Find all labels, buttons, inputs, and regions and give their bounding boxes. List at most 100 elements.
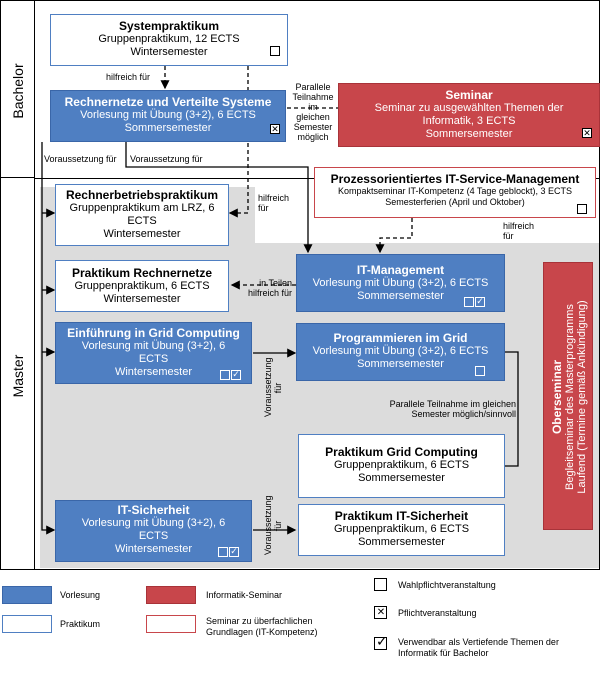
course-detail: Gruppenpraktikum, 6 ECTS — [74, 280, 210, 292]
bachelor-band — [0, 0, 35, 178]
edge-label-line: im — [308, 102, 318, 112]
legend-x-icon: ✕ — [376, 607, 386, 618]
course-detail: Vorlesung mit Übung (3+2), 6 — [81, 517, 226, 529]
course-detail: Begleitseminar des Masterprogramms — [564, 304, 576, 490]
edge-label-line: Semester möglich/sinnvoll — [411, 409, 516, 419]
edge-label-hilfreich-2: hilfreich für — [258, 193, 289, 213]
wahlpflicht-checkbox-icon — [475, 366, 485, 376]
course-title: Prozessorientiertes IT-Service-Managemen… — [330, 172, 580, 186]
edge-label-line: möglich — [297, 132, 329, 142]
edge-label-voraussetzung-2: Voraussetzung für — [130, 154, 203, 164]
course-praktikum-rechnernetze[interactable]: Praktikum Rechnernetze Gruppenpraktikum,… — [55, 260, 229, 312]
legend-label-seminar: Informatik-Seminar — [206, 590, 283, 600]
master-band — [0, 178, 35, 570]
pflicht-x-icon: ✕ — [271, 124, 279, 134]
vertiefend-check-icon — [475, 297, 485, 307]
course-title: IT-Management — [356, 263, 445, 277]
edge-label-line: Semester — [293, 122, 333, 132]
edge-label-line: hilfreich für — [247, 288, 292, 298]
edge-label-voraussetzung-4: Voraussetzung für — [263, 495, 283, 555]
course-systempraktikum[interactable]: Systempraktikum Gruppenpraktikum, 12 ECT… — [50, 14, 288, 66]
course-detail: Gruppenpraktikum, 6 ECTS — [333, 459, 470, 471]
edge-itsm-itm — [375, 218, 413, 254]
legend-line: Informatik für Bachelor — [398, 648, 489, 658]
course-detail: Vorlesung mit Übung (3+2), 6 ECTS — [80, 109, 256, 121]
course-praktikum-grid-computing[interactable]: Praktikum Grid Computing Gruppenpraktiku… — [298, 434, 505, 498]
edge-label-in-teilen: in Teilen hilfreich für — [236, 278, 292, 298]
course-title: IT-Sicherheit — [117, 503, 190, 517]
check-mark-icon: ✓ — [476, 296, 484, 306]
course-semester: Sommersemester — [124, 122, 212, 134]
oberseminar-text: Oberseminar Begleitseminar des Masterpro… — [550, 263, 588, 531]
edge-label-voraussetzung-3: Voraussetzung für — [263, 357, 283, 417]
legend-label-pflicht: Pflichtveranstaltung — [398, 608, 477, 618]
legend-label-vertiefend: Verwendbar als Vertiefende Themen der In… — [398, 637, 559, 659]
course-detail-2: Informatik, 3 ECTS — [422, 115, 516, 127]
course-detail-2: ECTS — [138, 530, 169, 542]
edge-label-line: hilfreich — [258, 193, 290, 203]
edge-label-parallel-2: Parallele Teilnahme im gleichen Semester… — [350, 399, 516, 419]
course-it-sicherheit[interactable]: IT-Sicherheit Vorlesung mit Übung (3+2),… — [55, 500, 252, 562]
wahlpflicht-checkbox-icon — [577, 204, 587, 214]
edge-label-hilfreich-3: hilfreich für — [503, 221, 534, 241]
edge-label-line: für — [258, 203, 269, 213]
wahlpflicht-checkbox-icon — [218, 547, 228, 557]
course-semester: Sommersemester — [358, 536, 445, 548]
course-semester: Sommersemester — [357, 290, 444, 302]
course-title: Seminar — [445, 88, 493, 102]
edge-label-hilfreich: hilfreich für — [106, 72, 151, 82]
course-oberseminar[interactable]: Oberseminar Begleitseminar des Masterpro… — [543, 262, 593, 530]
course-detail: Seminar zu ausgewählten Themen der — [374, 102, 564, 114]
course-title: Oberseminar — [550, 359, 564, 435]
pflicht-checkbox-icon — [582, 128, 592, 138]
legend-line: Grundlagen (IT-Kompetenz) — [206, 627, 318, 637]
vertiefend-check-icon — [229, 547, 239, 557]
course-detail: Gruppenpraktikum, 12 ECTS — [98, 33, 240, 45]
edge-rn-itm — [125, 142, 313, 254]
course-title: Rechnernetze und Verteilte Systeme — [64, 95, 272, 109]
course-it-management[interactable]: IT-Management Vorlesung mit Übung (3+2),… — [296, 254, 505, 312]
edge-label-line: für — [503, 231, 514, 241]
legend-label-vorlesung: Vorlesung — [60, 590, 101, 600]
course-rechnernetze[interactable]: Rechnernetze und Verteilte Systeme Vorle… — [50, 90, 286, 142]
course-seminar[interactable]: Seminar Seminar zu ausgewählten Themen d… — [338, 83, 600, 147]
course-title: Praktikum Grid Computing — [325, 445, 478, 459]
course-rechnerbetriebspraktikum[interactable]: Rechnerbetriebspraktikum Gruppenpraktiku… — [55, 184, 229, 246]
legend-swatch-seminar — [146, 586, 196, 604]
course-detail: Vorlesung mit Übung (3+2), 6 ECTS — [312, 345, 489, 357]
legend-vertiefend-icon — [374, 637, 387, 650]
course-title: Praktikum IT-Sicherheit — [334, 509, 469, 523]
course-praktikum-it-sicherheit[interactable]: Praktikum IT-Sicherheit Gruppenpraktikum… — [298, 504, 505, 556]
edge-label-line: in Teilen — [259, 278, 292, 288]
course-detail-2: ECTS — [127, 215, 157, 227]
course-semester: Wintersemester — [114, 366, 193, 378]
wahlpflicht-checkbox-icon — [464, 297, 474, 307]
legend-line: Seminar zu überfachlichen — [206, 616, 313, 626]
master-background-left-strip — [36, 187, 40, 568]
edge-label-line: Parallele — [295, 82, 331, 92]
legend-label-seminar-it: Seminar zu überfachlichen Grundlagen (IT… — [206, 616, 318, 638]
edge-label-line: Voraussetzung — [263, 495, 273, 555]
course-title: Praktikum Rechnernetze — [71, 266, 213, 280]
pflicht-x-icon: ✕ — [583, 128, 591, 138]
course-semester: Wintersemester — [130, 46, 208, 58]
legend-swatch-seminar-it — [146, 615, 196, 633]
course-detail: Gruppenpraktikum, 6 ECTS — [333, 523, 470, 535]
course-itsm[interactable]: Prozessorientiertes IT-Service-Managemen… — [314, 167, 596, 218]
course-semester: Semesterferien (April und Oktober) — [385, 197, 525, 207]
legend-label-praktikum: Praktikum — [60, 619, 101, 629]
diagram-frame — [0, 0, 600, 570]
course-programmieren-im-grid[interactable]: Programmieren im Grid Vorlesung mit Übun… — [296, 323, 505, 381]
master-background-top-strip — [36, 179, 255, 187]
course-grid-computing[interactable]: Einführung in Grid Computing Vorlesung m… — [55, 322, 252, 384]
legend-line: Verwendbar als Vertiefende Themen der — [398, 637, 559, 647]
edge-label-line: hilfreich — [503, 221, 535, 231]
check-mark-icon: ✓ — [232, 369, 240, 379]
wahlpflicht-checkbox-icon — [270, 46, 280, 56]
legend-swatch-vorlesung — [2, 586, 52, 604]
vertiefend-check-icon — [231, 370, 241, 380]
course-detail: Vorlesung mit Übung (3+2), 6 — [81, 340, 226, 352]
check-mark-icon: ✓ — [230, 546, 238, 556]
course-title: Programmieren im Grid — [333, 331, 468, 345]
edge-label-parallel: Parallele Teilnahme im gleichen Semester… — [289, 82, 337, 142]
